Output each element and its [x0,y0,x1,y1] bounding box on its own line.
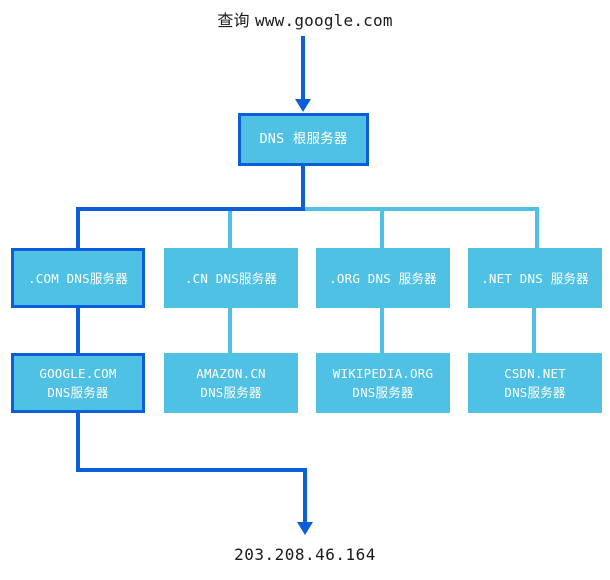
connector-bus-to-com [76,207,80,251]
node-label: AMAZON.CN DNS服务器 [196,366,266,400]
node-authoritative-csdn-net[interactable]: CSDN.NET DNS服务器 [468,353,602,413]
arrow-query-to-root [295,99,311,112]
connector-answer-down-right [303,468,307,526]
connector-query-to-root [301,36,305,101]
node-label: CSDN.NET DNS服务器 [504,366,566,400]
connector-com-to-google [76,305,80,355]
connector-org-to-wikipedia [380,305,384,355]
node-label: WIKIPEDIA.ORG DNS服务器 [332,366,434,400]
query-url-text: www.google.com [255,11,393,30]
query-label: 查询 www.google.com [0,7,610,31]
connector-cn-to-amazon [228,305,232,355]
connector-bus-to-cn [228,207,232,251]
node-authoritative-amazon-cn[interactable]: AMAZON.CN DNS服务器 [164,353,298,413]
connector-bus-to-net [535,207,539,251]
connector-bus-normal [303,207,539,211]
connector-bus-to-org [380,207,384,251]
arrow-answer-to-result [297,522,313,535]
node-authoritative-wikipedia-org[interactable]: WIKIPEDIA.ORG DNS服务器 [316,353,450,413]
node-label: .ORG DNS 服务器 [329,270,437,286]
connector-net-to-csdn [532,305,536,355]
result-ip-label: 203.208.46.164 [234,545,376,564]
node-label: .CN DNS服务器 [184,270,278,286]
node-tld-cn[interactable]: .CN DNS服务器 [164,248,298,308]
node-tld-com[interactable]: .COM DNS服务器 [11,248,145,308]
node-dns-root-server[interactable]: DNS 根服务器 [238,113,369,166]
node-label: GOOGLE.COM DNS服务器 [39,366,117,400]
node-label: DNS 根服务器 [259,131,348,147]
connector-answer-down-left [76,410,80,472]
query-prefix-text: 查询 [217,11,255,30]
node-label: .NET DNS 服务器 [481,270,589,286]
node-tld-org[interactable]: .ORG DNS 服务器 [316,248,450,308]
connector-bus-highlighted [76,207,305,211]
node-label: .COM DNS服务器 [28,270,128,286]
node-tld-net[interactable]: .NET DNS 服务器 [468,248,602,308]
connector-answer-horizontal [76,468,307,472]
node-authoritative-google-com[interactable]: GOOGLE.COM DNS服务器 [11,353,145,413]
connector-root-drop [301,166,305,211]
